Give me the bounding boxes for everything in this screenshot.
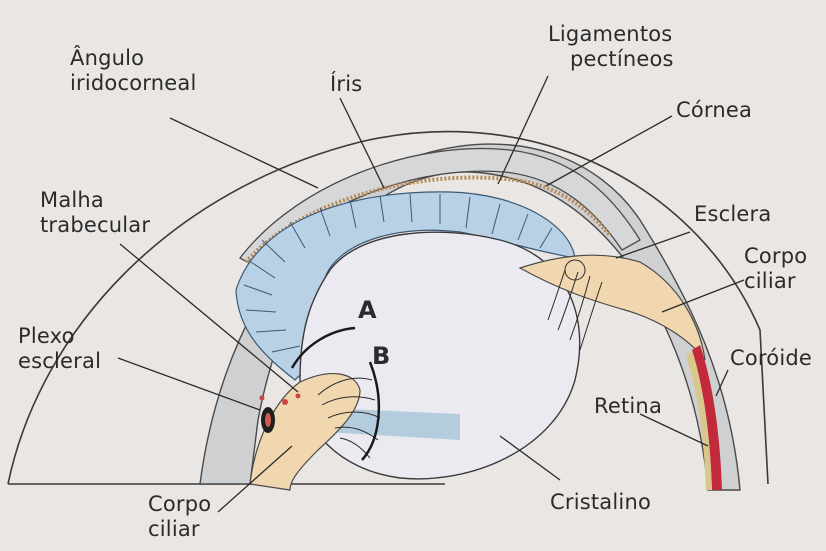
label-esclera: Esclera — [694, 202, 771, 227]
label-line: ciliar — [148, 517, 211, 542]
label-pathway-b: B — [372, 342, 391, 370]
label-line: Ângulo — [70, 46, 196, 71]
label-coroide: Coróide — [730, 346, 812, 371]
label-ligamentos-pectineos: Ligamentos pectíneos — [548, 22, 674, 72]
label-malha-trabecular: Malha trabecular — [40, 188, 150, 238]
label-line: iridocorneal — [70, 71, 196, 96]
label-line: Corpo — [148, 492, 211, 517]
label-line: escleral — [18, 349, 101, 374]
label-retina: Retina — [594, 394, 662, 419]
label-corpo-ciliar-right: Corpo ciliar — [744, 244, 807, 294]
label-iris: Íris — [330, 72, 362, 97]
label-line: Córnea — [676, 98, 752, 123]
label-angulo-iridocorneal: Ângulo iridocorneal — [70, 46, 196, 96]
label-line: Esclera — [694, 202, 771, 227]
label-line: trabecular — [40, 213, 150, 238]
label-cristalino: Cristalino — [550, 490, 651, 515]
label-corpo-ciliar-bottom: Corpo ciliar — [148, 492, 211, 542]
label-plexo-escleral: Plexo escleral — [18, 324, 101, 374]
label-cornea: Córnea — [676, 98, 752, 123]
label-line: Íris — [330, 72, 362, 97]
label-line: B — [372, 342, 391, 370]
label-line: Retina — [594, 394, 662, 419]
label-pathway-a: A — [358, 296, 377, 324]
label-line: A — [358, 296, 377, 324]
label-line: Plexo — [18, 324, 101, 349]
label-line: Corpo — [744, 244, 807, 269]
label-line: Coróide — [730, 346, 812, 371]
label-line: Cristalino — [550, 490, 651, 515]
label-line: Malha — [40, 188, 150, 213]
label-line: ciliar — [744, 269, 807, 294]
label-line: Ligamentos — [548, 22, 674, 47]
label-line: pectíneos — [548, 47, 674, 72]
